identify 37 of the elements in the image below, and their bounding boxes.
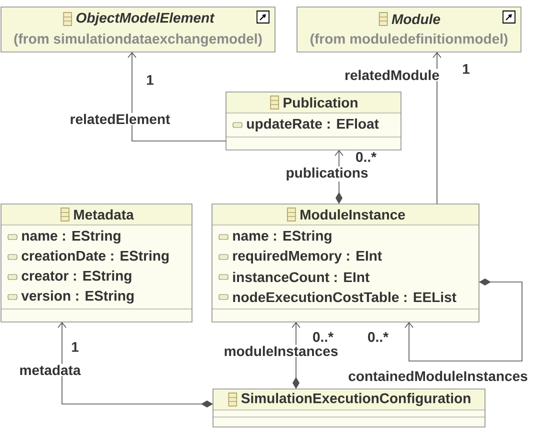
association-arrow <box>58 322 213 408</box>
edge-label: containedModuleInstances <box>347 370 529 382</box>
source-note: (from simulationdataexchangemodel) <box>14 33 262 47</box>
class-box <box>296 6 522 52</box>
attribute-text: instanceCount : EInt <box>233 272 370 282</box>
class-name: Module <box>392 14 440 24</box>
attribute-text: requiredMemory : EInt <box>233 250 382 264</box>
multiplicity-label: 0..* <box>356 152 376 162</box>
edge-label: relatedElement <box>68 112 172 126</box>
attribute-text: name : EString <box>22 230 120 244</box>
class-box <box>226 92 402 150</box>
class-name: ObjectModelElement <box>76 12 215 26</box>
attribute-text: creator : EString <box>22 270 132 284</box>
class-box <box>0 204 192 322</box>
edge-label: publications <box>284 166 370 182</box>
attribute-text: nodeExecutionCostTable : EEList <box>233 292 456 302</box>
edge-label: relatedModule <box>344 68 440 82</box>
class-name: ModuleInstance <box>300 209 405 220</box>
class-box <box>212 204 480 322</box>
class-box <box>212 388 486 428</box>
attribute-text: creationDate : EString <box>22 250 169 264</box>
class-name: Publication <box>284 97 358 108</box>
association-arrow <box>292 322 300 389</box>
class-box <box>0 6 276 52</box>
association-arrow <box>128 52 226 142</box>
attribute-text: version : EString <box>21 290 134 304</box>
attribute-text: name : EString <box>233 230 332 244</box>
class-name: SimulationExecutionConfiguration <box>241 392 470 406</box>
multiplicity-label: 1 <box>147 75 154 85</box>
edge-label: moduleInstances <box>222 344 340 358</box>
edge-label: metadata <box>18 364 82 376</box>
multiplicity-label: 1 <box>72 342 79 352</box>
source-note: (from moduledefinitionmodel) <box>310 33 508 47</box>
association-arrow <box>404 278 522 362</box>
class-name: Metadata <box>74 209 134 220</box>
association-arrow <box>432 52 442 204</box>
attribute-text: updateRate : EFloat <box>247 118 379 132</box>
